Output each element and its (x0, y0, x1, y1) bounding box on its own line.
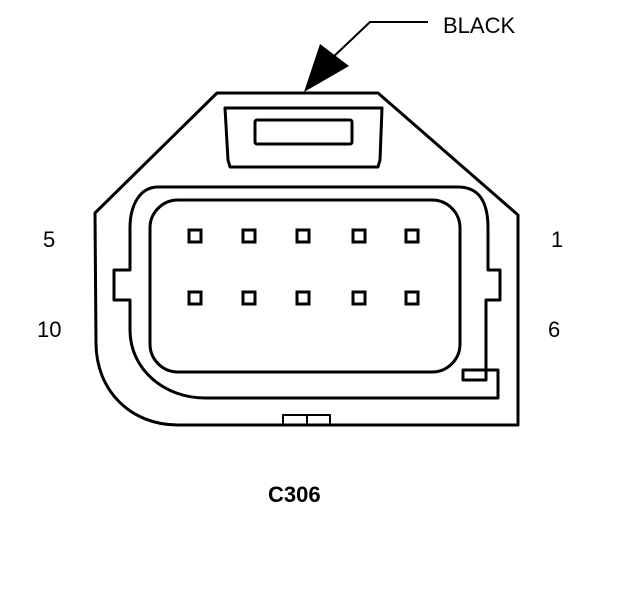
pin-3 (295, 228, 311, 244)
connector-housing-outline (93, 91, 520, 427)
pin-6 (404, 290, 420, 306)
pin-7 (351, 290, 367, 306)
pin-9 (241, 290, 257, 306)
latch-slot (253, 118, 354, 146)
pin-5 (187, 228, 203, 244)
pin-10 (187, 290, 203, 306)
bottom-key (282, 414, 331, 426)
pin-label-1: 1 (551, 227, 563, 252)
pin-4 (241, 228, 257, 244)
pin-grid (187, 228, 420, 306)
connector-color-label: BLACK (443, 13, 515, 38)
pin-2 (351, 228, 367, 244)
pin-cavity (148, 198, 462, 374)
latch-housing (223, 106, 384, 169)
pin-label-10: 10 (37, 317, 61, 342)
pin-label-6: 6 (548, 317, 560, 342)
connector-id-label: C306 (268, 482, 321, 507)
color-indicator-arrow (304, 21, 428, 92)
pin-1 (404, 228, 420, 244)
connector-inner-outline (112, 185, 502, 400)
pin-8 (295, 290, 311, 306)
pin-label-5: 5 (43, 227, 55, 252)
